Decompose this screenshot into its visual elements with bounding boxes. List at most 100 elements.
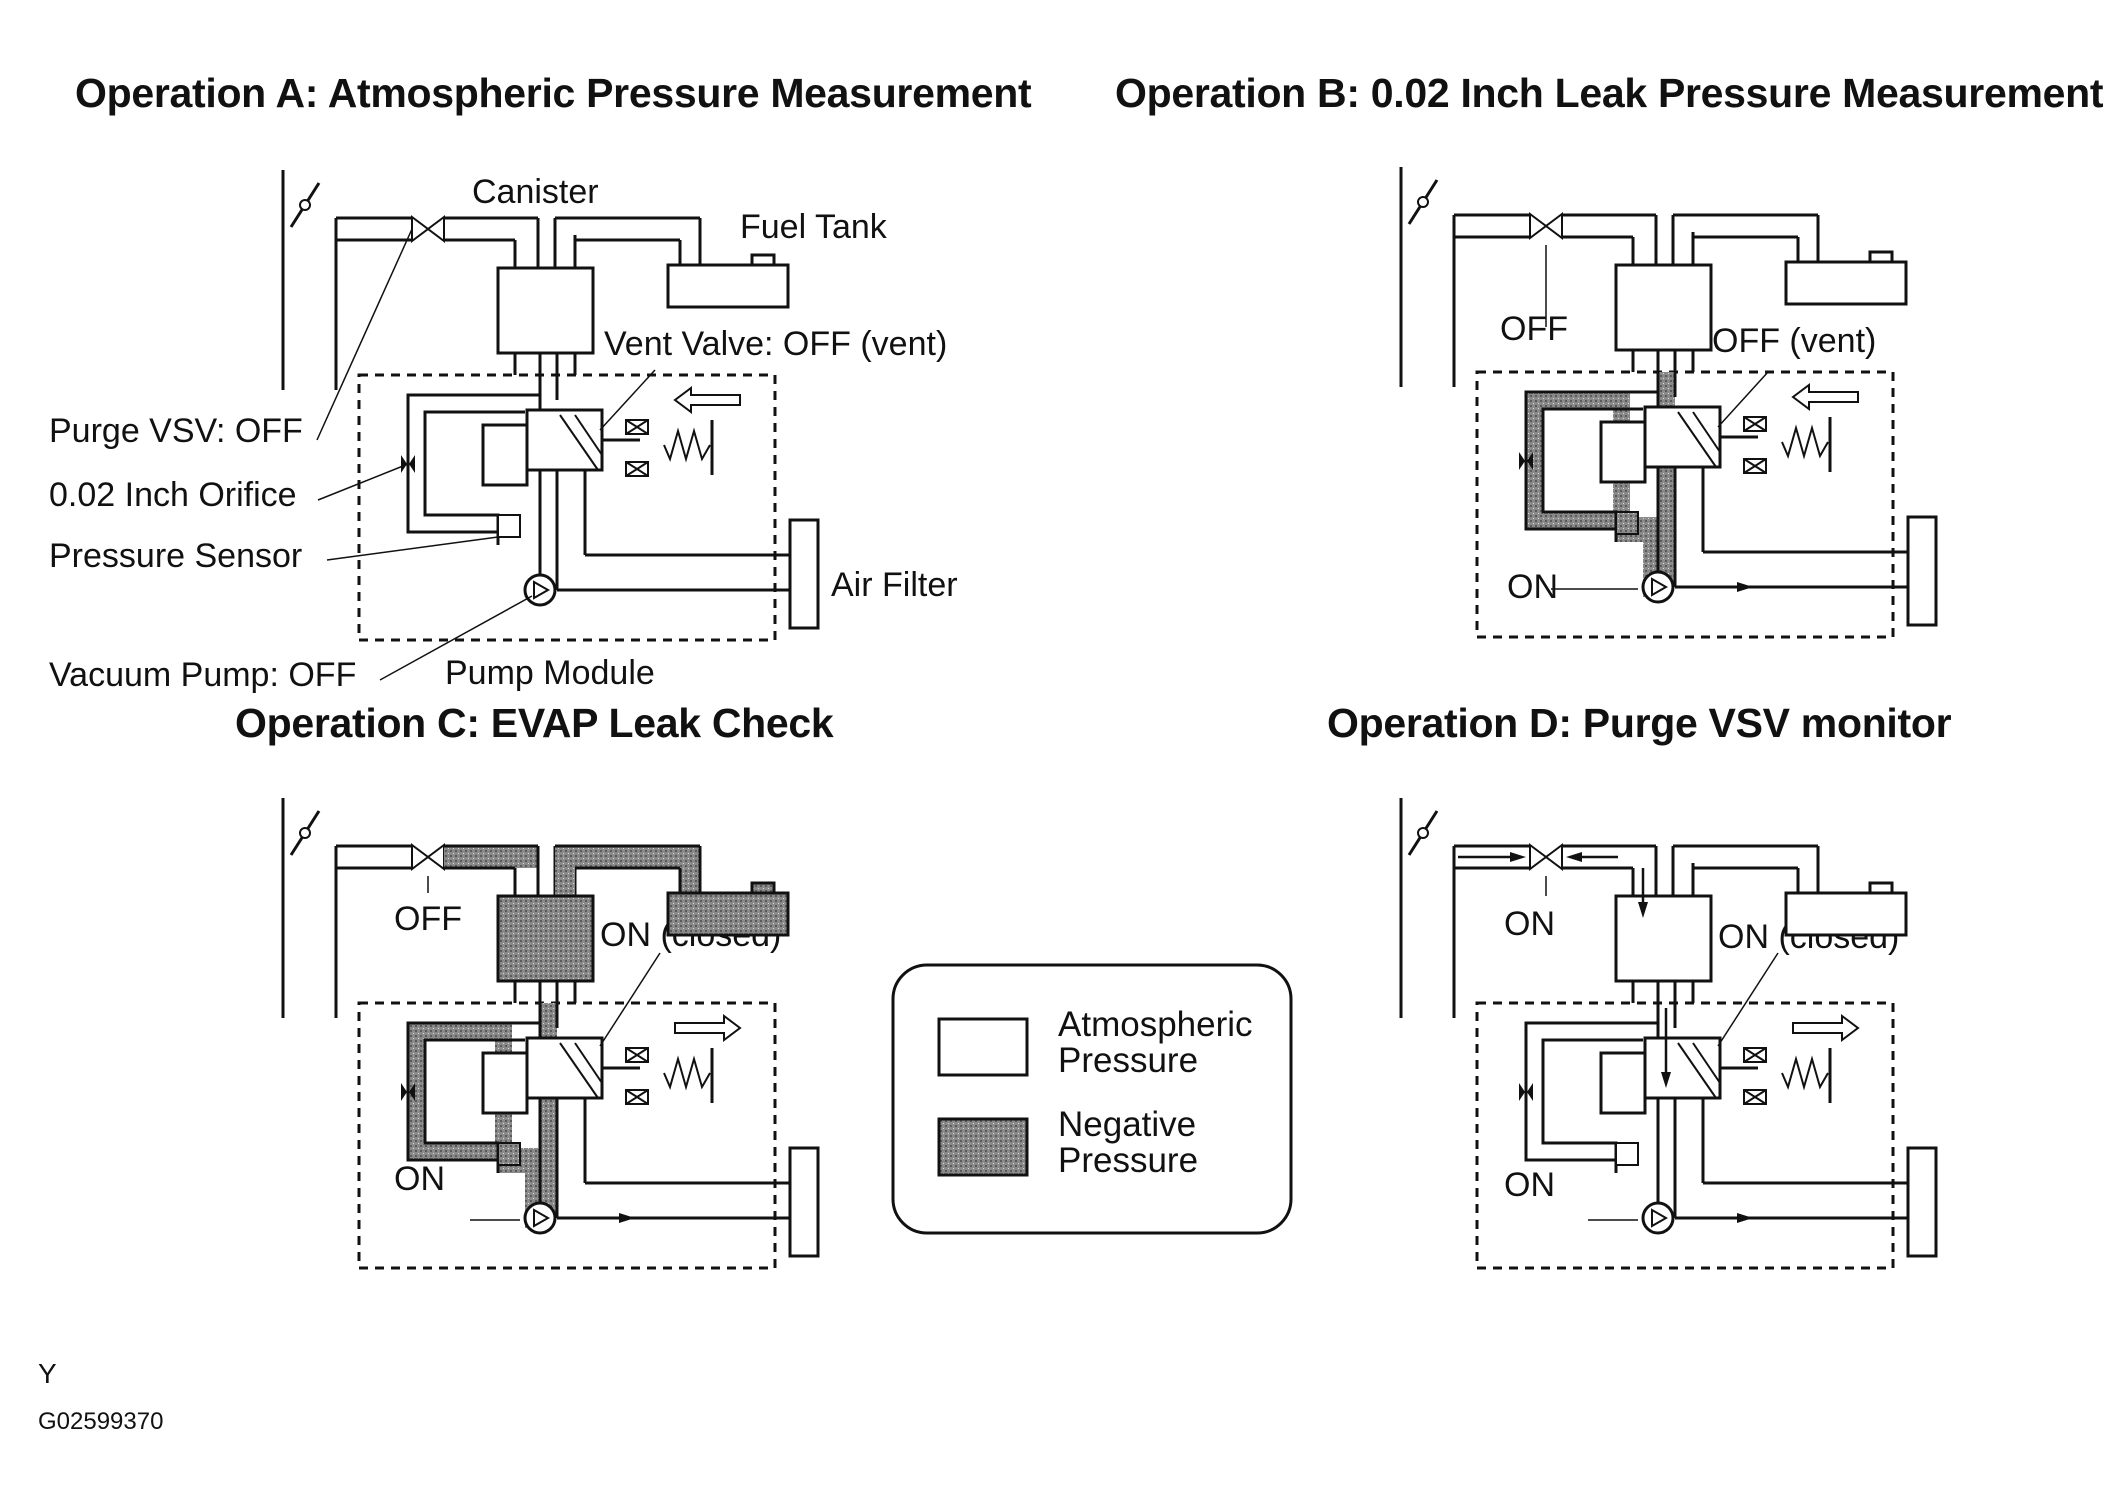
panel-c-tank-line-negative: [555, 846, 700, 896]
panel-c-vent-valve-plunger: [481, 1051, 529, 1115]
panel-b-air-filter: [1906, 515, 1938, 627]
purge-vsv-state-c: OFF: [394, 900, 462, 938]
panel-a-purge-vsv: [411, 215, 445, 243]
panel-c-pump-path-negative: [540, 1003, 557, 1218]
panel-a-vent-arrow-shape: [673, 386, 741, 414]
panel-d-vent-valve-diag2: [1692, 1042, 1721, 1084]
panel-c-vacuum-pump: [523, 1201, 557, 1235]
panel-a-leader-3: [379, 595, 533, 681]
panel-a-orifice: [401, 455, 415, 473]
panel-c-purge-vsv-l: [411, 843, 430, 871]
panel-a-vent-valve-plunger: [481, 423, 529, 487]
legend: Atmospheric Pressure Negative Pressure: [891, 963, 1293, 1235]
panel-b-outlet-arrow: [1693, 582, 1753, 592]
vacuum-pump-label: Vacuum Pump: OFF: [49, 656, 356, 694]
panel-b-labels: OFF OFF (vent) ON: [1500, 310, 1876, 606]
panel-d-solenoid-top-box: [1743, 1047, 1767, 1063]
panel-c-orifice-loop-outer: [406, 1021, 540, 1162]
panel-b-purge-vsv-l: [1529, 212, 1548, 240]
purge-vsv-label: Purge VSV: OFF: [49, 412, 303, 450]
panel-c-purge-line-negative: [444, 846, 538, 868]
panel-d-orifice-r: [1527, 1083, 1533, 1101]
panel-c-vent-valve-diag2: [574, 1042, 603, 1084]
panel-a-fuel-tank-cap: [750, 253, 776, 267]
legend-swatch-atmospheric: [937, 1017, 1029, 1077]
panel-b-vent-arrow-shape: [1791, 383, 1859, 411]
panel-a-canister: [496, 266, 595, 355]
panel-d-flow-arrow-3-head: [1638, 902, 1648, 918]
panel-b-solenoid-top-box: [1743, 416, 1767, 432]
panel-a-leader-1: [317, 463, 409, 501]
fuel-tank-label: Fuel Tank: [740, 208, 888, 246]
panel-d-vent-valve-diag1: [1677, 1042, 1717, 1099]
panel-a-pump-module-box: [357, 373, 777, 642]
panel-a-throttle-valve-pivot: [299, 199, 311, 211]
panel-d-flow-arrow-3: [1638, 868, 1648, 918]
panel-a-vent-spring: [663, 427, 711, 463]
panel-b-purge-vsv: [1529, 212, 1563, 240]
purge-vsv-state-b: OFF: [1500, 310, 1568, 348]
title-operation-d: Operation D: Purge VSV monitor: [1327, 700, 1952, 746]
panel-d-solenoid-top-x2: [1743, 1047, 1767, 1063]
panel-b-throttle-valve: [1407, 179, 1439, 225]
panel-a-solenoid-top: [625, 419, 649, 435]
panel-a-vacuum-pump-body: [523, 573, 557, 607]
panel-c-vent-arrow: [674, 1014, 742, 1042]
panel-d-purge-vsv-r: [1544, 843, 1563, 871]
orifice-label: 0.02 Inch Orifice: [49, 476, 297, 514]
panel-b-purge-vsv-r: [1544, 212, 1563, 240]
panel-b-pump-path-negative: [1658, 372, 1675, 587]
panel-d-orifice-loop-outer: [1524, 1021, 1658, 1162]
panel-a-vent-valve-diag2: [574, 414, 603, 456]
panel-d-pressure-sensor: [1615, 1142, 1639, 1166]
panel-b-solenoid-bottom-box: [1743, 458, 1767, 474]
diagram-artwork: [281, 167, 1938, 1270]
panel-b-fuel-tank: [1784, 260, 1908, 306]
panel-d-outlet-arrow-head: [1737, 1213, 1753, 1223]
panel-c-solenoid-top-x2: [625, 1047, 649, 1063]
panel-d-solenoid-top: [1743, 1047, 1767, 1063]
pressure-sensor-label: Pressure Sensor: [49, 537, 302, 575]
vacuum-pump-state-d: ON: [1504, 1166, 1555, 1204]
panel-c-throttle-valve: [289, 810, 321, 856]
panel-a-orifice-l: [401, 455, 407, 473]
panel-c-vacuum-pump-body: [523, 1201, 557, 1235]
panel-d-flow-arrow-2-head: [1566, 852, 1582, 862]
figure-letter: Y: [38, 1358, 57, 1389]
pump-module-label: Pump Module: [445, 654, 655, 692]
panel-c-fuel-tank: [666, 891, 790, 937]
panel-a-solenoid-bottom-x2: [625, 461, 649, 477]
panel-d-fuel-tank-cap: [1868, 881, 1894, 895]
panel-c-fuel-tank-cap: [750, 881, 776, 895]
panel-a-solenoid-bottom-box: [625, 461, 649, 477]
title-operation-a: Operation A: Atmospheric Pressure Measur…: [75, 70, 1032, 116]
panel-b-outlet-arrow-head: [1737, 582, 1753, 592]
figure-code: G02599370: [38, 1408, 164, 1435]
panel-a-solenoid-top-box: [625, 419, 649, 435]
title-operation-c: Operation C: EVAP Leak Check: [235, 700, 834, 746]
panel-b-orifice-loop-outer: [1524, 390, 1658, 531]
panel-d-vent-arrow-shape: [1792, 1014, 1860, 1042]
panel-d-flow-arrow-1-head: [1510, 852, 1526, 862]
panel-c-solenoid-bottom-x2: [625, 1089, 649, 1105]
panel-d-purge-vsv: [1529, 843, 1563, 871]
panel-a-throttle-valve: [289, 182, 321, 228]
panel-b-vent-spring: [1781, 424, 1829, 460]
legend-atmospheric-line1: Atmospheric: [1058, 1005, 1253, 1044]
legend-swatch-negative: [937, 1117, 1029, 1177]
panel-a-vacuum-pump-triangle: [533, 580, 551, 600]
panel-c-pump-module-box: [357, 1001, 777, 1270]
panel-a-pressure-sensor: [497, 514, 521, 538]
canister-label: Canister: [472, 173, 599, 211]
panel-d-solenoid-bottom: [1743, 1089, 1767, 1105]
panel-b-orifice-l: [1519, 452, 1525, 470]
panel-c-vent-valve-diag1: [559, 1042, 599, 1099]
panel-b-solenoid-top: [1743, 416, 1767, 432]
panel-d-throttle-valve: [1407, 810, 1439, 856]
panel-d-solenoid-bottom-box: [1743, 1089, 1767, 1105]
vent-valve-state-b: OFF (vent): [1712, 322, 1876, 360]
panel-a-leader-0: [316, 228, 413, 441]
panel-a-vent-valve-diag1: [559, 414, 599, 471]
panel-b-vacuum-pump-body: [1641, 570, 1675, 604]
